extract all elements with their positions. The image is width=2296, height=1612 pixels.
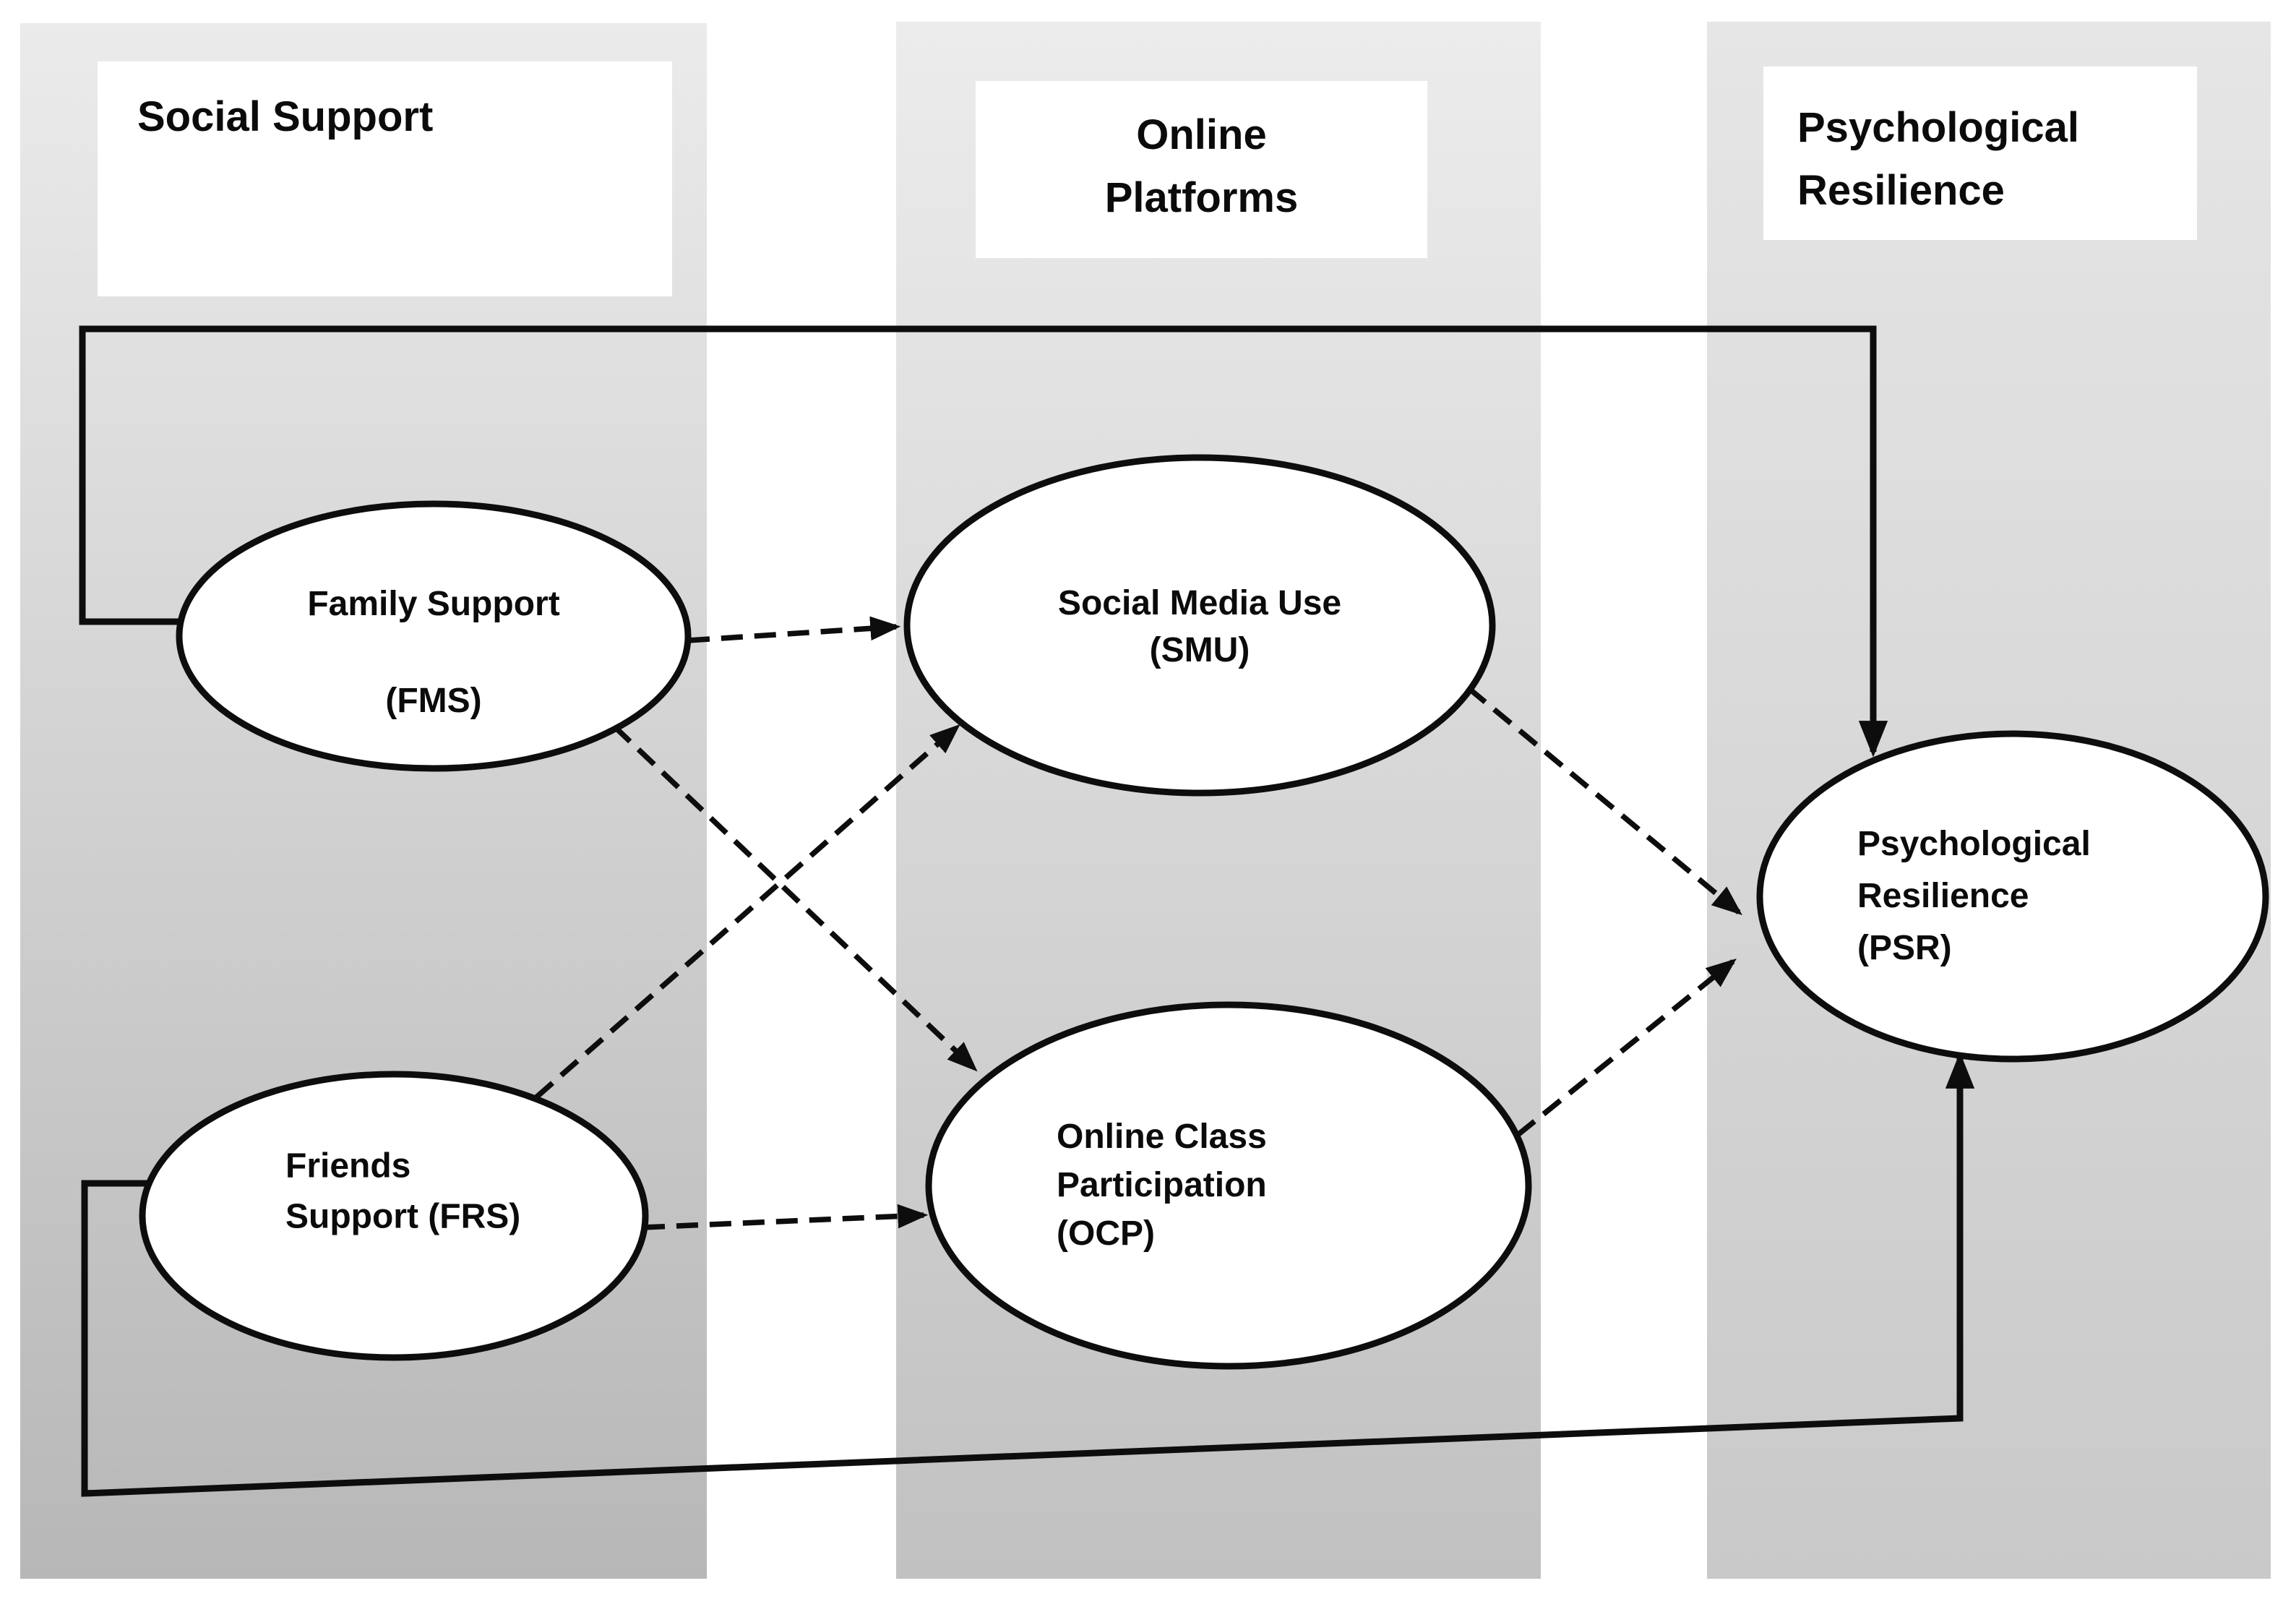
- column-title-psychological-resilience: Psychological Resilience: [1797, 104, 2080, 214]
- edge-fms-to-smu-dashed: [687, 616, 901, 643]
- node-ocp-label: Online Class Participation (OCP): [1057, 1118, 1267, 1253]
- node-fms-ellipse: [176, 500, 692, 772]
- edge-frs-to-psr-solid: [81, 1052, 1975, 1497]
- column-title-online-platforms: Online Platforms: [1104, 111, 1299, 221]
- edge-frs-to-ocp-dashed: [642, 1204, 929, 1230]
- node-ocp-ellipse: [925, 1001, 1532, 1370]
- edge-frs-to-smu-dashed: [534, 724, 960, 1099]
- title-box-online-platforms: [976, 81, 1427, 258]
- edge-fms-to-ocp-dashed: [612, 724, 978, 1072]
- node-frs-ellipse: [139, 1071, 649, 1361]
- title-box-psychological-resilience: [1763, 67, 2197, 240]
- edge-fms-to-psr-solid: [79, 325, 1888, 758]
- node-fms-label: Family Support (FMS): [307, 585, 560, 721]
- edge-ocp-to-psr-dashed: [1515, 959, 1737, 1137]
- node-psr-label: Psychological Resilience (PSR): [1857, 825, 2091, 967]
- node-smu-label: Social Media Use (SMU): [1057, 584, 1342, 669]
- column-title-social-support: Social Support: [137, 93, 434, 140]
- title-box-social-support: [98, 61, 672, 296]
- node-frs-label: Friends Support (FRS): [285, 1146, 521, 1235]
- node-smu-ellipse: [903, 454, 1496, 797]
- edge-smu-to-psr-dashed: [1466, 686, 1742, 916]
- node-psr-ellipse: [1756, 730, 2269, 1063]
